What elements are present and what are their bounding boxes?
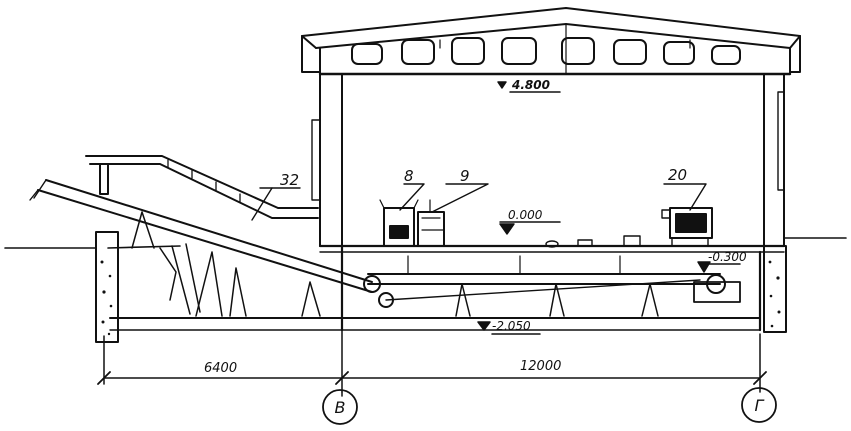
- lower-conveyor-supports: [407, 255, 659, 317]
- roof-truss: [301, 7, 801, 76]
- item-20-label: 20: [668, 166, 687, 184]
- axis-b-label: В: [335, 398, 346, 417]
- walls: [301, 35, 801, 247]
- item-8-label: 8: [404, 167, 414, 185]
- floor-fixtures: [545, 235, 641, 248]
- pit: [95, 231, 787, 343]
- equipment-8: [379, 199, 419, 247]
- foundation-hatch: [100, 260, 781, 336]
- truss-openings: [351, 37, 741, 65]
- elevation-floor-label: 0.000: [508, 208, 543, 222]
- inclined-conveyor: [29, 179, 373, 293]
- elevation-top-label: 4.800: [511, 78, 550, 92]
- conveyor-supports: [131, 211, 321, 317]
- leader-lines: [251, 183, 707, 221]
- ground-line: [4, 237, 847, 249]
- equipment-20: [661, 207, 713, 247]
- lower-conveyor: [363, 273, 741, 308]
- equipment-9: [417, 199, 445, 247]
- axis-bubbles: [322, 387, 777, 425]
- dimension-lines: [97, 329, 767, 397]
- gallery-bridge: [85, 155, 319, 219]
- item-9-label: 9: [460, 167, 470, 185]
- axis-g-label: Г: [755, 396, 765, 415]
- elevation-pit-label: -2.050: [492, 319, 531, 333]
- dimension-left-label: 6400: [204, 361, 237, 376]
- item-32-label: 32: [280, 171, 299, 189]
- elevation-neg-label: -0.300: [708, 250, 747, 264]
- elevation-markers: [477, 81, 741, 335]
- dimension-right-label: 12000: [520, 359, 561, 374]
